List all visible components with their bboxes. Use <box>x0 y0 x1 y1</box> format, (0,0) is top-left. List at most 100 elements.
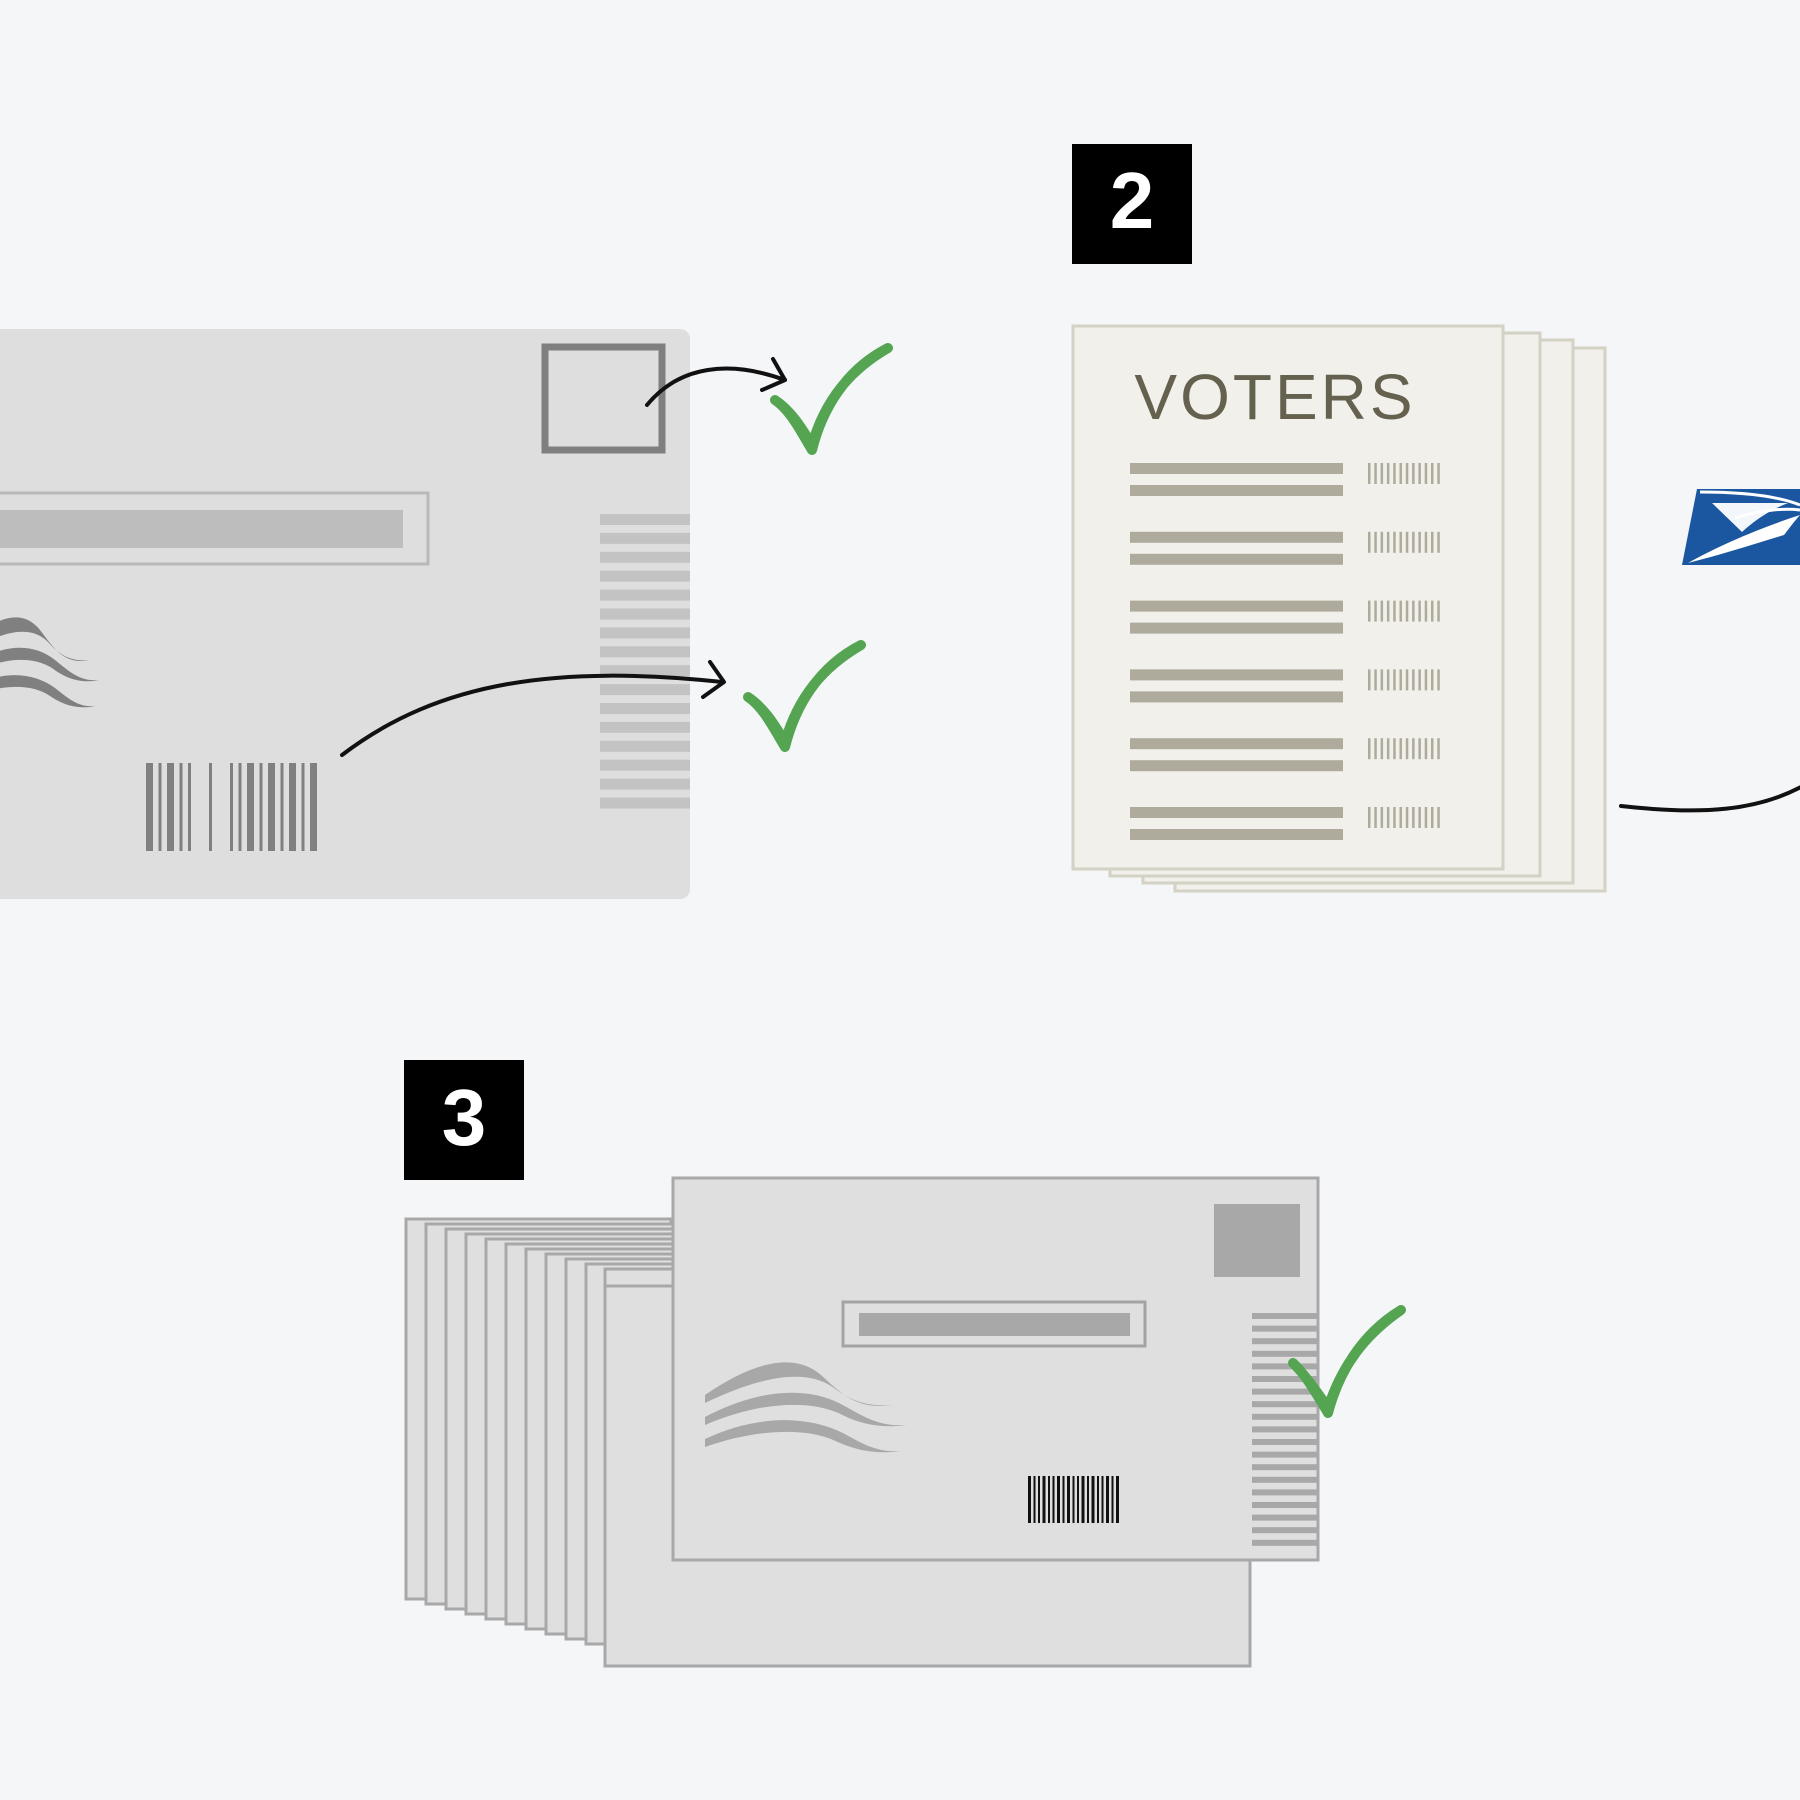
stripe <box>1252 1464 1318 1471</box>
voter-address-line <box>1130 760 1343 772</box>
barcode-bar <box>1028 1476 1031 1523</box>
stripe <box>600 778 690 790</box>
address-box <box>841 1300 1147 1348</box>
voter-address-line <box>1130 829 1343 840</box>
voter-barcode-bar <box>1424 738 1428 760</box>
voter-address-line <box>1130 485 1343 496</box>
barcode-bar <box>1042 1476 1046 1523</box>
voter-barcode-bar <box>1399 531 1402 553</box>
stripe <box>1252 1338 1318 1345</box>
barcode-bar <box>158 763 162 851</box>
step-badge: 2 <box>1072 144 1192 264</box>
stripe <box>600 570 690 582</box>
stripe <box>1252 1514 1318 1521</box>
barcode-bar <box>1111 1476 1114 1523</box>
stripe <box>600 532 690 544</box>
voter-barcode-bar <box>1380 738 1384 760</box>
stripe <box>1252 1313 1318 1319</box>
barcode-bar <box>238 763 242 851</box>
voter-barcode-bar <box>1412 531 1415 553</box>
step-number: 2 <box>1110 156 1155 245</box>
envelope-front <box>671 1176 1320 1562</box>
stripe <box>600 759 690 771</box>
barcode-bar <box>1077 1476 1079 1523</box>
voter-name-line <box>1130 738 1343 750</box>
barcode-bar <box>1033 1476 1036 1523</box>
voter-name-line <box>1130 463 1343 474</box>
voter-barcode-bar <box>1399 600 1402 622</box>
barcode-bar <box>1087 1476 1089 1523</box>
check-icon <box>1288 1305 1406 1418</box>
voter-barcode-bar <box>1374 669 1377 691</box>
voter-barcode-bar <box>1368 600 1371 622</box>
stripe <box>600 514 690 525</box>
voter-barcode-bar <box>1412 600 1415 622</box>
voter-barcode-bar <box>1368 738 1371 760</box>
step-number: 3 <box>442 1073 487 1162</box>
stripe <box>1252 1439 1318 1445</box>
barcode-bar <box>268 763 275 851</box>
voter-barcode-bar <box>1368 669 1371 691</box>
voter-barcode-bar <box>1386 807 1390 828</box>
stripe <box>600 665 690 677</box>
stripe <box>1252 1350 1318 1357</box>
barcode-bar <box>1072 1476 1075 1523</box>
stripe <box>600 797 690 809</box>
voter-barcode-bar <box>1386 669 1390 691</box>
voter-list-stack <box>1071 324 1607 893</box>
voter-barcode-bar <box>1437 463 1440 484</box>
voter-barcode-bar <box>1412 738 1415 760</box>
stripe <box>600 608 690 620</box>
voter-barcode-bar <box>1368 807 1371 828</box>
voter-address-line <box>1130 622 1343 634</box>
barcode-bar <box>1081 1476 1085 1523</box>
voter-barcode-bar <box>1418 807 1421 828</box>
voter-barcode-bar <box>1393 738 1396 760</box>
voter-barcode-bar <box>1386 531 1390 553</box>
stripe <box>600 646 690 658</box>
voter-barcode-bar <box>1418 738 1421 760</box>
voter-barcode-bar <box>1393 807 1396 828</box>
stripe <box>1252 1325 1318 1332</box>
voter-barcode-bar <box>1386 600 1390 622</box>
stripe <box>600 703 690 714</box>
barcode-bar <box>1057 1476 1060 1523</box>
voter-barcode-bar <box>1380 600 1384 622</box>
voter-name-line <box>1130 669 1343 681</box>
postal-stripes <box>600 514 690 809</box>
voter-barcode-bar <box>1368 463 1371 484</box>
voter-barcode-bar <box>1393 600 1396 622</box>
stripe <box>600 551 690 563</box>
barcode-bar <box>1062 1476 1065 1523</box>
voter-barcode-bar <box>1418 600 1421 622</box>
barcode-bar <box>310 763 317 851</box>
voter-barcode-bar <box>1374 600 1377 622</box>
voter-barcode-bar <box>1424 463 1428 484</box>
barcode-bar <box>301 763 305 851</box>
voter-barcode-bar <box>1431 600 1434 622</box>
voter-name-line <box>1130 807 1343 818</box>
arrow-icon <box>1619 785 1800 813</box>
stamp-box <box>1214 1204 1300 1277</box>
voter-barcode-bar <box>1437 738 1440 760</box>
voter-barcode-bar <box>1437 807 1440 828</box>
stripe <box>1252 1413 1318 1420</box>
voter-barcode-bar <box>1424 807 1428 828</box>
voter-barcode-bar <box>1374 463 1377 484</box>
voter-barcode-bar <box>1431 463 1434 484</box>
stripe <box>600 721 690 733</box>
stripe <box>600 627 690 639</box>
stripe <box>1252 1401 1318 1408</box>
barcode-bar <box>247 763 254 851</box>
barcode-bar <box>1101 1476 1104 1523</box>
barcode-bar <box>1067 1476 1070 1523</box>
voter-barcode-bar <box>1437 600 1440 622</box>
barcode-bar <box>146 763 153 851</box>
voter-barcode-bar <box>1437 531 1440 553</box>
voter-barcode-bar <box>1405 807 1409 828</box>
barcode-icon <box>1028 1476 1119 1523</box>
barcode-bar <box>259 763 263 851</box>
stripe <box>600 684 690 696</box>
usps-eagle-icon <box>1682 489 1800 565</box>
